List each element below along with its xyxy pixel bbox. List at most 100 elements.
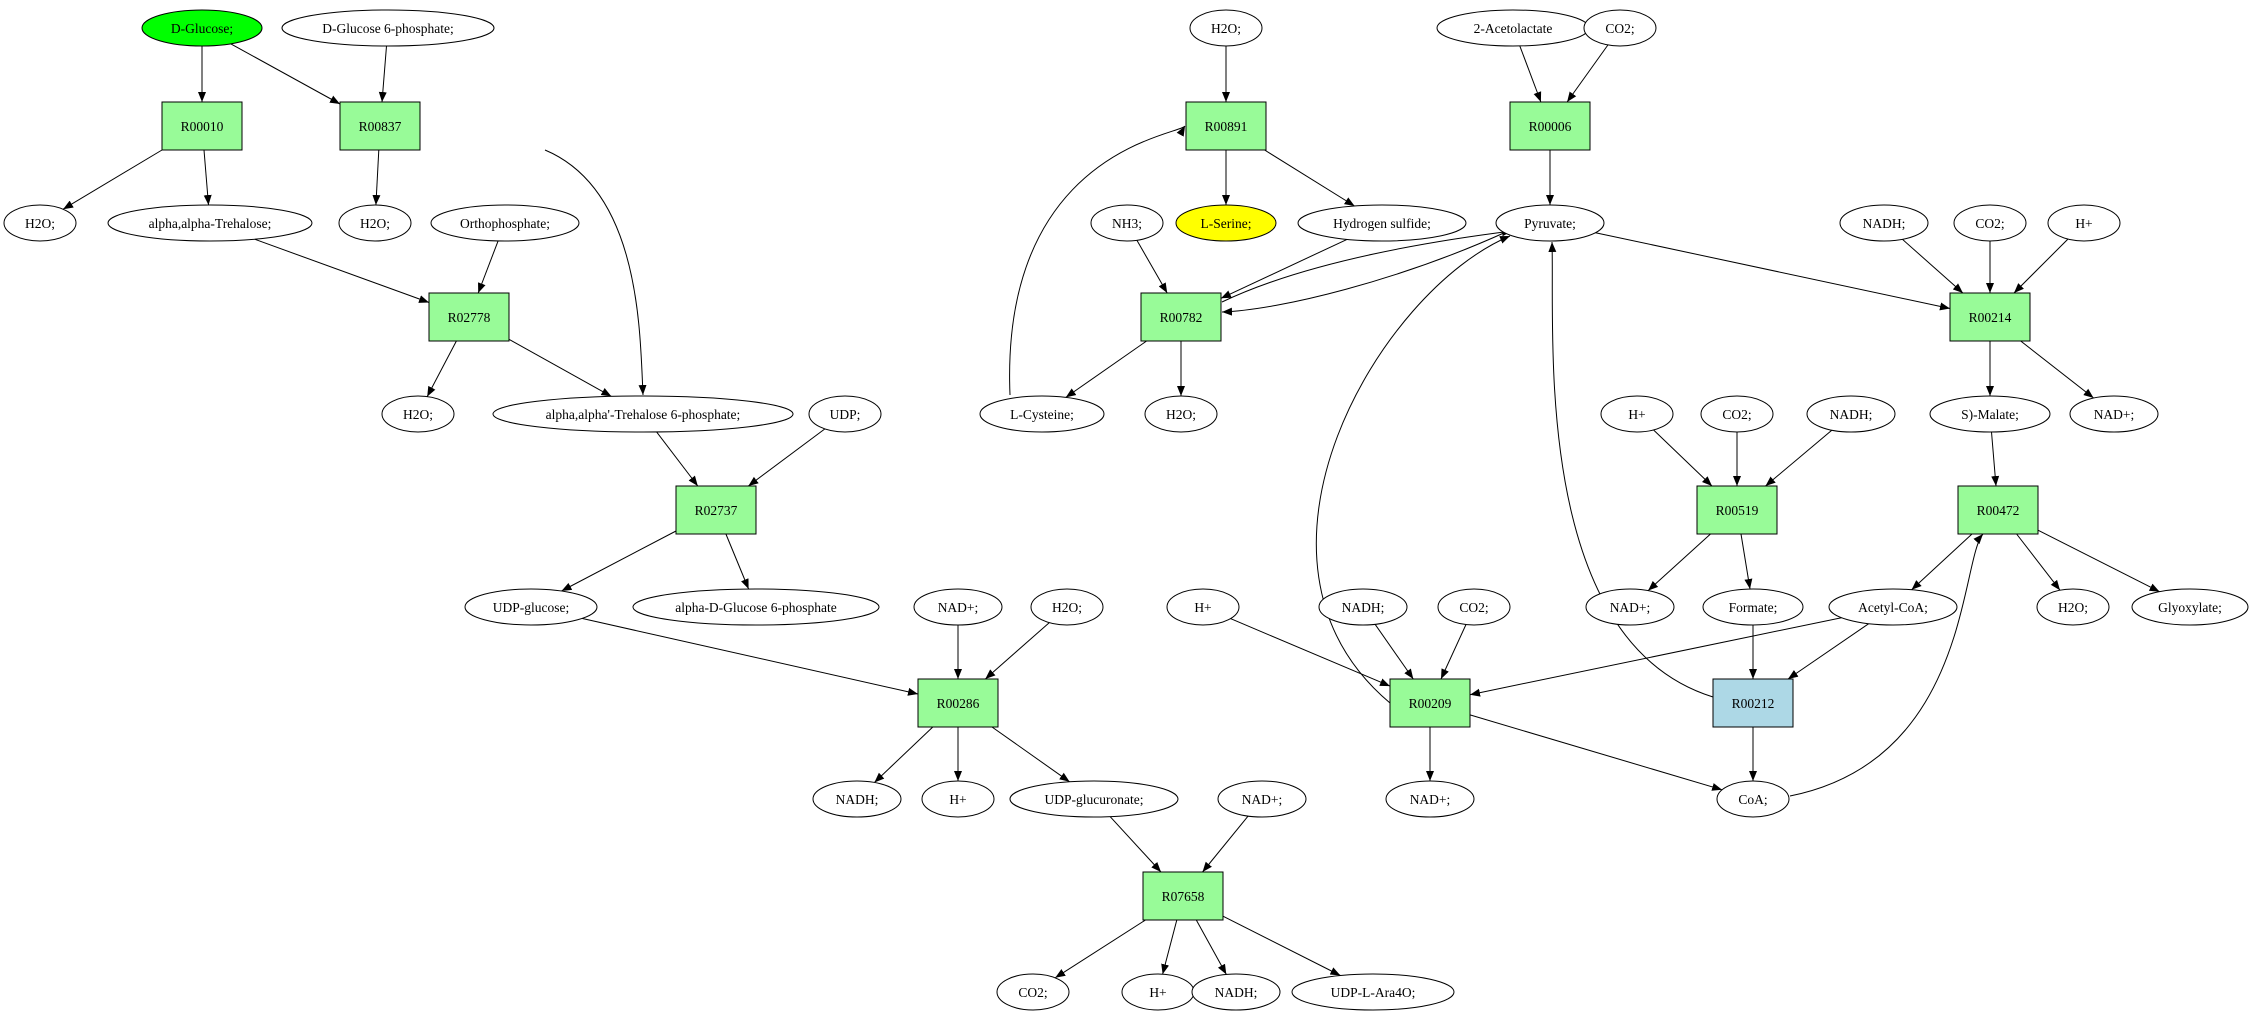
compound-node-c_co2_5[interactable]: CO2; xyxy=(1437,588,1511,626)
node-label: CO2; xyxy=(1605,21,1634,36)
compound-node-c_nadh_5[interactable]: NADH; xyxy=(1318,588,1408,626)
edge-c_nadh_4-to-r_R00519 xyxy=(1765,429,1833,487)
edge-c_co2_2-to-r_R00006 xyxy=(1566,44,1609,103)
node-label: NAD+; xyxy=(1410,792,1451,807)
node-label: H2O; xyxy=(1211,21,1241,36)
compound-node-c_h2o_5[interactable]: H2O; xyxy=(1189,9,1263,47)
compound-node-c_h2o_6[interactable]: H2O; xyxy=(1144,395,1218,433)
compound-node-c_trehalose[interactable]: alpha,alpha-Trehalose; xyxy=(107,204,313,242)
edge-r_R07658-to-c_nadh_2 xyxy=(1195,919,1227,975)
compound-node-c_adglc6p[interactable]: alpha-D-Glucose 6-phosphate xyxy=(632,588,880,626)
reaction-node-r_R02737[interactable]: R02737 xyxy=(675,485,757,535)
compound-node-c_coa[interactable]: CoA; xyxy=(1716,780,1790,818)
compound-node-c_tre6p[interactable]: alpha,alpha'-Trehalose 6-phosphate; xyxy=(492,395,794,433)
compound-ellipse xyxy=(1009,780,1179,818)
compound-node-c_dglucose[interactable]: D-Glucose; xyxy=(141,9,263,47)
node-label: NAD+; xyxy=(2094,407,2135,422)
compound-ellipse xyxy=(632,588,880,626)
compound-node-c_h2o_4[interactable]: H2O; xyxy=(1030,588,1104,626)
reaction-box xyxy=(428,292,510,342)
compound-ellipse xyxy=(1175,204,1277,242)
compound-ellipse xyxy=(1030,588,1104,626)
compound-node-c_nadp_1[interactable]: NAD+; xyxy=(913,588,1003,626)
reaction-box xyxy=(1185,101,1267,151)
compound-node-c_nadh_2[interactable]: NADH; xyxy=(1191,973,1281,1011)
node-label: R00286 xyxy=(937,696,980,711)
compound-node-c_nadp_2[interactable]: NAD+; xyxy=(1217,780,1307,818)
compound-node-c_nadp_5[interactable]: NAD+; xyxy=(1385,780,1475,818)
compound-ellipse xyxy=(1929,395,2051,433)
compound-ellipse xyxy=(464,588,598,626)
compound-node-c_udpara4o[interactable]: UDP-L-Ara4O; xyxy=(1291,973,1455,1011)
reaction-node-r_R00891[interactable]: R00891 xyxy=(1185,101,1267,151)
edge-c_hplus_3-to-r_R00214 xyxy=(2013,238,2069,294)
compound-node-c_h2o_7[interactable]: H2O; xyxy=(2036,588,2110,626)
reaction-node-r_R07658[interactable]: R07658 xyxy=(1142,871,1224,921)
compound-node-c_h2o_3[interactable]: H2O; xyxy=(381,395,455,433)
compound-node-c_udpglucose[interactable]: UDP-glucose; xyxy=(464,588,598,626)
compound-node-c_hplus_3[interactable]: H+ xyxy=(2047,204,2121,242)
compound-node-c_hplus_5[interactable]: H+ xyxy=(1166,588,1240,626)
node-label: UDP-glucuronate; xyxy=(1045,792,1144,807)
reaction-node-r_R00006[interactable]: R00006 xyxy=(1509,101,1591,151)
node-label: D-Glucose 6-phosphate; xyxy=(322,21,454,36)
reaction-node-r_R00212[interactable]: R00212 xyxy=(1712,678,1794,728)
compound-node-c_co2_4[interactable]: CO2; xyxy=(1700,395,1774,433)
reaction-node-r_R00209[interactable]: R00209 xyxy=(1389,678,1471,728)
compound-node-c_pyruvate[interactable]: Pyruvate; xyxy=(1495,204,1605,242)
compound-node-c_hplus_4[interactable]: H+ xyxy=(1600,395,1674,433)
reaction-node-r_R00010[interactable]: R00010 xyxy=(161,101,243,151)
edge-c_nadh_3-to-r_R00214 xyxy=(1902,238,1964,294)
node-label: R00214 xyxy=(1969,310,2012,325)
edge-r_R00837-to-c_tre6p xyxy=(544,149,647,396)
compound-node-c_co2_1[interactable]: CO2; xyxy=(996,973,1070,1011)
compound-node-c_co2_2[interactable]: CO2; xyxy=(1583,9,1657,47)
compound-node-c_co2_3[interactable]: CO2; xyxy=(1953,204,2027,242)
edge-r_R00519-to-c_formate xyxy=(1740,533,1753,590)
compound-node-c_nadh_4[interactable]: NADH; xyxy=(1806,395,1896,433)
edge-c_lcysteine-to-r_R00891 xyxy=(1009,125,1186,396)
compound-node-c_acetolactate[interactable]: 2-Acetolactate xyxy=(1436,9,1590,47)
compound-ellipse xyxy=(430,204,580,242)
compound-node-c_udp[interactable]: UDP; xyxy=(808,395,882,433)
reaction-node-r_R00782[interactable]: R00782 xyxy=(1140,292,1222,342)
edge-c_h2o_4-to-r_R00286 xyxy=(984,622,1050,680)
compound-ellipse xyxy=(1702,588,1804,626)
reaction-node-r_R00472[interactable]: R00472 xyxy=(1957,485,2039,535)
compound-node-c_nadh_1[interactable]: NADH; xyxy=(812,780,902,818)
node-label: H2O; xyxy=(25,216,55,231)
node-label: R02737 xyxy=(695,503,738,518)
edge-c_acetolactate-to-r_R00006 xyxy=(1519,45,1542,103)
compound-node-c_hplus_2[interactable]: H+ xyxy=(1121,973,1195,1011)
compound-node-c_nadp_3[interactable]: NAD+; xyxy=(2069,395,2159,433)
reaction-node-r_R00519[interactable]: R00519 xyxy=(1696,485,1778,535)
reaction-node-r_R00286[interactable]: R00286 xyxy=(917,678,999,728)
edge-r_R02778-to-c_h2o_3 xyxy=(426,340,457,397)
compound-node-c_hplus_1[interactable]: H+ xyxy=(921,780,995,818)
reaction-node-r_R02778[interactable]: R02778 xyxy=(428,292,510,342)
compound-node-c_h2o_2[interactable]: H2O; xyxy=(338,204,412,242)
reaction-node-r_R00214[interactable]: R00214 xyxy=(1949,292,2031,342)
compound-node-c_nh3[interactable]: NH3; xyxy=(1090,204,1164,242)
reaction-node-r_R00837[interactable]: R00837 xyxy=(339,101,421,151)
compound-node-c_h2s[interactable]: Hydrogen sulfide; xyxy=(1297,204,1467,242)
node-label: alpha-D-Glucose 6-phosphate xyxy=(675,600,837,615)
compound-ellipse xyxy=(281,9,495,47)
compound-node-c_acetylcoa[interactable]: Acetyl-CoA; xyxy=(1828,588,1958,626)
compound-ellipse xyxy=(1700,395,1774,433)
compound-node-c_nadp_4[interactable]: NAD+; xyxy=(1585,588,1675,626)
compound-node-c_udpglucuronate[interactable]: UDP-glucuronate; xyxy=(1009,780,1179,818)
compound-node-c_h2o_1[interactable]: H2O; xyxy=(3,204,77,242)
compound-node-c_dglc6p[interactable]: D-Glucose 6-phosphate; xyxy=(281,9,495,47)
compound-node-c_orthophosphate[interactable]: Orthophosphate; xyxy=(430,204,580,242)
compound-node-c_smalate[interactable]: S)-Malate; xyxy=(1929,395,2051,433)
edge-c_dglucose-to-r_R00837 xyxy=(230,43,341,105)
compound-node-c_lserine[interactable]: L-Serine; xyxy=(1175,204,1277,242)
compound-ellipse xyxy=(1828,588,1958,626)
compound-node-c_nadh_3[interactable]: NADH; xyxy=(1839,204,1929,242)
compound-node-c_lcysteine[interactable]: L-Cysteine; xyxy=(979,395,1105,433)
compound-ellipse xyxy=(338,204,412,242)
compound-node-c_formate[interactable]: Formate; xyxy=(1702,588,1804,626)
edge-r_R00209-to-c_pyruvate xyxy=(1315,235,1511,704)
compound-node-c_glyoxylate[interactable]: Glyoxylate; xyxy=(2131,588,2249,626)
